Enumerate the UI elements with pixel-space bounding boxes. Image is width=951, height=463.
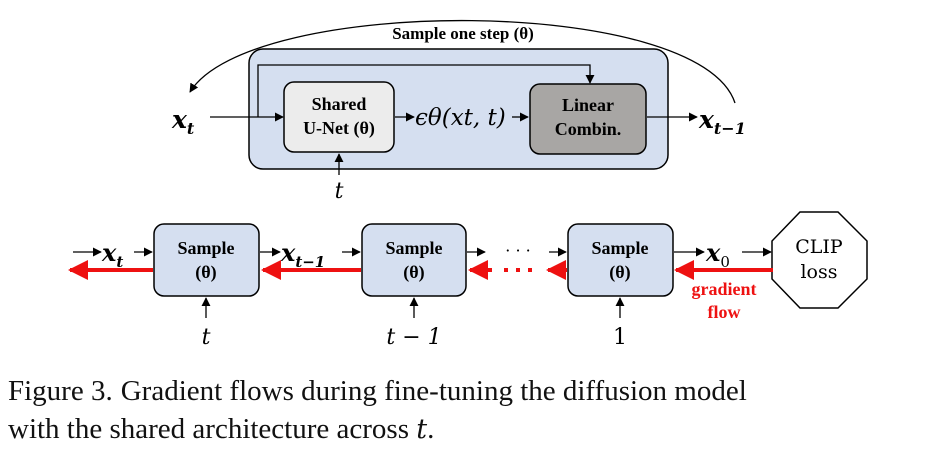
caption-line-2: with the shared architecture across t. (8, 410, 943, 449)
shared-unet-box (283, 81, 395, 153)
chain-dots: · · · (505, 241, 530, 260)
linear-combination-box (529, 83, 647, 155)
caption-text-1: Gradient flows during fine-tuning the di… (120, 375, 747, 407)
caption-line-1: Figure 3.Gradient flows during fine-tuni… (8, 372, 943, 410)
sample-box-2 (361, 223, 467, 297)
linear-label-2: Combin. (555, 119, 622, 139)
caption-text-2: with the shared architecture across (8, 413, 417, 445)
chain-time-2: t − 1 (386, 325, 441, 350)
gradient-label-2: flow (708, 302, 741, 322)
chain-time-1: t (202, 325, 211, 350)
diagram: Sample one step (θ) xt Shared U-Net (θ) … (68, 19, 868, 350)
unet-label-1: Shared (312, 94, 367, 114)
chain-time-3: 1 (613, 325, 627, 350)
clip-label-2: loss (800, 261, 837, 283)
sample-1-label-1: Sample (177, 238, 234, 258)
loop-arrow (189, 19, 736, 104)
caption-figure-label: Figure 3. (8, 375, 113, 407)
unet-label-2: U-Net (θ) (303, 118, 375, 139)
sample-2-label-1: Sample (385, 238, 442, 258)
module-time-t: t (335, 179, 344, 204)
caption-period: . (427, 413, 435, 445)
eps-label: ϵθ(xt, t) (415, 105, 506, 131)
sample-1-label-2: (θ) (195, 262, 216, 283)
skip-connection (257, 64, 595, 117)
gradient-label-1: gradient (692, 279, 757, 299)
module-title: Sample one step (θ) (392, 24, 534, 43)
sample-box-1 (153, 223, 260, 297)
caption-var-t: t (416, 414, 428, 445)
figure-caption: Figure 3.Gradient flows during fine-tuni… (8, 372, 943, 449)
module-input-xt: xt (171, 105, 195, 138)
linear-label-1: Linear (562, 95, 614, 115)
sample-3-label-2: (θ) (609, 262, 630, 283)
module-output-xt1: xt−1 (698, 105, 746, 138)
chain-input-xt: xt (101, 238, 123, 271)
chain-output-x0: x0 (705, 238, 730, 271)
sample-2-label-2: (θ) (403, 262, 424, 283)
clip-label-1: CLIP (795, 236, 843, 258)
chain-mid-xt1: xt−1 (280, 238, 325, 271)
sample-3-label-1: Sample (591, 238, 648, 258)
clip-loss-octagon (771, 211, 868, 309)
sample-box-3 (567, 223, 674, 297)
